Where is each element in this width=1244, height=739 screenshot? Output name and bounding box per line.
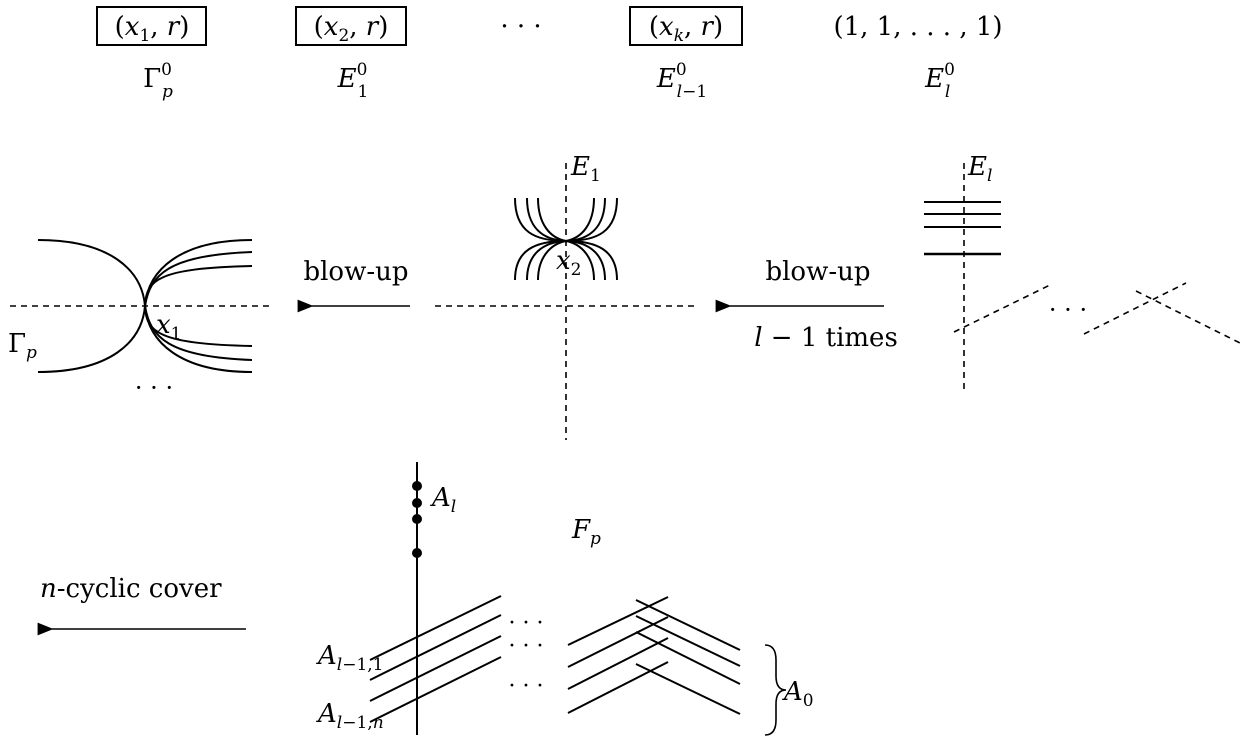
- box-x1-r: [96, 6, 207, 46]
- label-A0: A0: [782, 677, 814, 711]
- A0-down-2: [635, 615, 741, 667]
- left-curves-figure: Γp x1 · · ·: [8, 239, 272, 402]
- A0-down-3: [635, 631, 741, 685]
- A0-up-3: [567, 637, 669, 690]
- cyclic-cover-arrow: n-cyclic cover: [37, 574, 246, 636]
- box-xk-r-text: (xk, r): [649, 12, 723, 46]
- right-figure: El · · ·: [924, 152, 1241, 390]
- chain-edge-3: [1135, 290, 1241, 344]
- box-x1-r-text: (x1, r): [115, 12, 190, 46]
- box-x2-r: [295, 6, 407, 46]
- A0-down-4: [635, 663, 741, 715]
- label-E1: E1: [570, 152, 601, 186]
- box-xk-r: [629, 6, 743, 46]
- label-Fp: Fp: [571, 515, 601, 549]
- right-ellipsis: · · ·: [1049, 296, 1087, 324]
- A0-down-1: [635, 599, 741, 651]
- arrow-1-label: blow-up: [303, 257, 408, 287]
- Al-point-4: [412, 548, 422, 558]
- cover-arrow-label: n-cyclic cover: [40, 574, 222, 604]
- top-ellipsis: · · ·: [500, 12, 541, 42]
- curve-upper-3: [144, 265, 253, 307]
- A-l-1-line-1: [369, 595, 502, 661]
- bottom-dots-1: · · ·: [509, 611, 544, 636]
- curve-upper-2: [144, 251, 253, 307]
- curve-lower-1: [37, 305, 146, 373]
- blow-up-arrow-1: blow-up: [297, 257, 410, 313]
- Al-point-1: [412, 481, 422, 491]
- label-x2: x2: [556, 246, 582, 280]
- chain-edge-2: [1083, 282, 1187, 335]
- center-figure: E1 x2: [435, 152, 697, 440]
- label-gamma-p: Γp: [8, 329, 37, 363]
- arrow-2-sublabel: l − 1 times: [754, 323, 898, 353]
- Al-point-3: [412, 514, 422, 524]
- chain-edge-1: [953, 283, 1053, 333]
- Al-point-2: [412, 498, 422, 508]
- A-l-1-line-4: [369, 656, 502, 723]
- A0-brace: [764, 644, 787, 736]
- fiber-figure: Al Fp · · · · · · · · · A0 Al−1,1 Al−1,n: [316, 462, 814, 736]
- blow-up-arrow-2: blow-up l − 1 times: [715, 257, 898, 353]
- label-A-l-1-n: Al−1,n: [316, 699, 384, 733]
- label-x1: x1: [156, 310, 182, 344]
- A0-up-4: [567, 661, 669, 714]
- center-curve-lower-3: [537, 239, 595, 281]
- curve-lower-3: [144, 305, 253, 347]
- bottom-dots-2: · · ·: [509, 634, 544, 659]
- label-Al: Al: [430, 483, 456, 517]
- bottom-dots-3: · · ·: [509, 674, 544, 699]
- arrow-2-label: blow-up: [765, 257, 870, 287]
- box-x2-r-text: (x2, r): [314, 12, 389, 46]
- tuple-all-ones: (1, 1, . . . , 1): [833, 12, 1002, 42]
- curve-lower-2: [144, 305, 253, 361]
- top-row: (x1, r) (x2, r) · · · (xk, r) (1, 1, . .…: [96, 6, 1003, 102]
- A-l-1-line-3: [369, 635, 502, 702]
- left-ellipsis: · · ·: [135, 374, 173, 402]
- A0-up-1: [567, 596, 669, 646]
- A0-up-2: [567, 616, 669, 668]
- label-El: El: [967, 152, 992, 186]
- A-l-1-line-2: [369, 614, 502, 681]
- curve-upper-1: [37, 239, 146, 307]
- label-A-l-1-1: Al−1,1: [316, 641, 384, 675]
